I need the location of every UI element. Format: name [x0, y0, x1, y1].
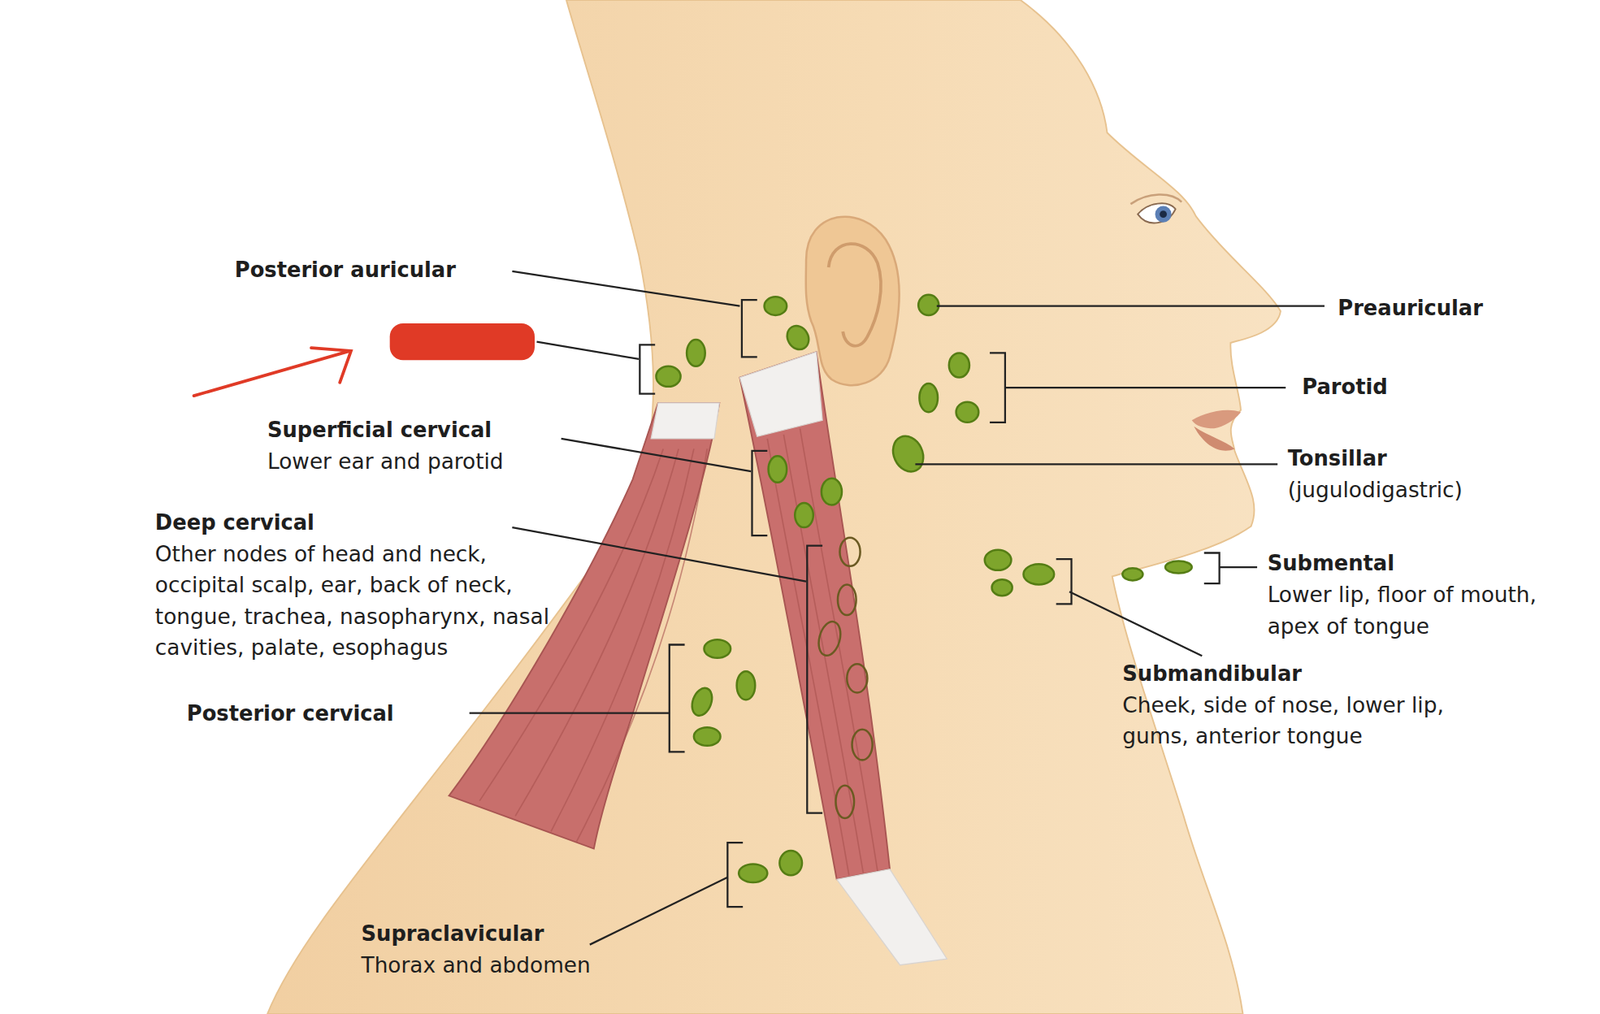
node-group-name: Submental — [1267, 547, 1395, 579]
drainage-note: Other nodes of head and neck, occipital … — [155, 538, 569, 664]
drainage-note: (jugulodigastric) — [1287, 474, 1463, 506]
drainage-note: Cheek, side of nose, lower lip, gums, an… — [1122, 689, 1475, 753]
drainage-note: Lower lip, floor of mouth, apex of tongu… — [1267, 579, 1574, 642]
drainage-note: Thorax and abdomen — [361, 949, 591, 981]
node-group-name: Tonsillar — [1287, 442, 1388, 474]
node-group-name: Deep cervical — [155, 507, 315, 538]
node-group-name: Submandibular — [1122, 658, 1302, 690]
node-group-name: Posterior auricular — [234, 254, 456, 286]
node-group-name: Superficial cervical — [267, 414, 492, 446]
node-group-name: Posterior cervical — [186, 698, 395, 729]
drainage-note: Lower ear and parotid — [267, 446, 504, 477]
node-group-name: Supraclavicular — [361, 918, 545, 950]
node-group-name: Parotid — [1301, 371, 1388, 403]
node-group-name: Preauricular — [1337, 292, 1483, 324]
